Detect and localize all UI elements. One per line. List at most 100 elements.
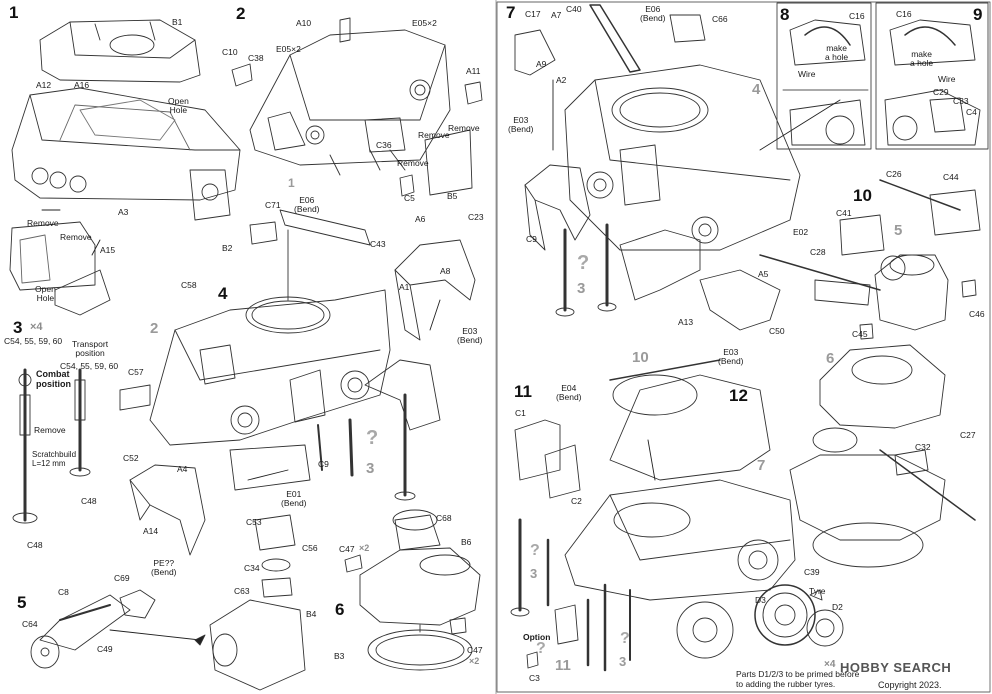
label-c16-b: C16 [896,9,912,19]
label-c44: C44 [943,172,959,182]
question-mark-3: ? [530,542,540,559]
ghost-ref-11: 11 [555,657,571,674]
step4-poles [317,393,416,501]
label-b6: B6 [461,537,472,547]
step3-multiplier: ×4 [30,321,43,333]
step10-turret-ring [789,344,976,568]
label-open-hole-2: Open Hole [35,284,56,303]
step11-parts [510,419,581,669]
tyre-detail [754,584,844,647]
step8-inset [782,19,869,146]
label-c5: C5 [404,193,415,203]
step2-upper-hull [249,29,473,196]
label-d3: D3 [755,595,766,605]
label-c66: C66 [712,14,728,24]
label-c48-2: C48 [27,540,43,550]
label-remove-2: Remove [60,232,92,242]
c47-multiplier-1: ×2 [359,543,370,553]
step5-gun-assembly [30,589,206,669]
label-a3: A3 [118,207,129,217]
label-e02: E02 [793,227,809,237]
step-number-5: 5 [17,593,27,612]
label-wire-a: Wire [798,69,816,79]
step3-suspension [12,368,91,524]
label-c63: C63 [234,586,250,596]
label-transport-position: Transport position [72,339,109,358]
label-d2: D2 [832,602,843,612]
label-c68: C68 [436,513,452,523]
ghost-ref-3b: 3 [577,280,586,297]
label-e03b: E03 (Bend) [508,115,534,134]
step-number-11: 11 [514,382,532,401]
ghost-ref-6: 6 [826,350,835,367]
ghost-ref-3d: 3 [619,654,627,669]
label-e05-1: E05×2 [412,18,437,28]
question-mark-1: ? [366,427,379,449]
right-page-border [496,1,991,693]
label-a13: A13 [678,317,694,327]
label-c26: C26 [886,169,902,179]
step-number-9: 9 [973,5,983,24]
label-c27: C27 [960,430,976,440]
label-c17: C17 [525,9,541,19]
label-e04: E04 (Bend) [556,383,582,402]
step1-hull-tub [11,87,241,221]
label-c40: C40 [566,4,582,14]
label-b1: B1 [172,17,183,27]
step-number-1: 1 [9,3,19,22]
tyre-multiplier: ×4 [824,659,836,670]
label-c54-2: C54, 55, 59, 60 [60,361,119,371]
label-a11: A11 [466,66,481,76]
label-c2: C2 [571,496,582,506]
step-number-3: 3 [13,318,23,337]
label-remove-4: Remove [418,130,450,140]
label-e03c: E03 (Bend) [718,347,744,366]
label-c33: C33 [953,96,969,106]
step1-side-plate [9,221,111,316]
label-c8: C8 [58,587,69,597]
label-c4: C4 [966,107,977,117]
label-c57: C57 [128,367,144,377]
copyright: Copyright 2023. [878,680,942,690]
label-c36: C36 [376,140,392,150]
ghost-ref-7: 7 [757,457,766,474]
question-mark-2: ? [577,252,590,274]
label-c47-1: C47 [339,544,355,554]
step-number-10: 10 [853,186,872,205]
step-number-8: 8 [780,5,790,24]
step7-fenders [514,29,781,331]
label-c53: C53 [246,517,262,527]
label-c48-1: C48 [81,496,97,506]
step5b-cradle [209,514,306,691]
label-c29: C29 [933,87,949,97]
label-c28: C28 [810,247,826,257]
label-tyre: Tyre [809,586,826,596]
label-c16-a: C16 [849,11,865,21]
label-a15: A15 [100,245,116,255]
label-c50: C50 [769,326,785,336]
step12-vehicle [564,359,796,672]
step-number-2: 2 [236,4,246,23]
label-a14: A14 [143,526,159,536]
label-a12: A12 [36,80,52,90]
label-b5: B5 [447,191,458,201]
label-a9: A9 [536,59,547,69]
label-c39: C39 [804,567,820,577]
label-remove-1: Remove [27,218,59,228]
step1-arrows [41,209,101,256]
step6-turret [344,509,481,671]
label-combat-position: Combat position [36,369,71,389]
ghost-ref-3a: 3 [366,460,375,477]
label-make-hole-b: make a hole [910,49,934,68]
step10-turret [759,179,981,340]
step8-inset-box [776,2,872,150]
label-e01: E01 (Bend) [281,489,307,508]
ghost-ref-3c: 3 [530,566,538,581]
ghost-ref-4: 4 [752,81,761,98]
label-a5: A5 [758,269,769,279]
label-c10: C10 [222,47,238,57]
label-c46: C46 [969,309,985,319]
step9-inset-box [875,2,989,150]
label-c38: C38 [248,53,264,63]
